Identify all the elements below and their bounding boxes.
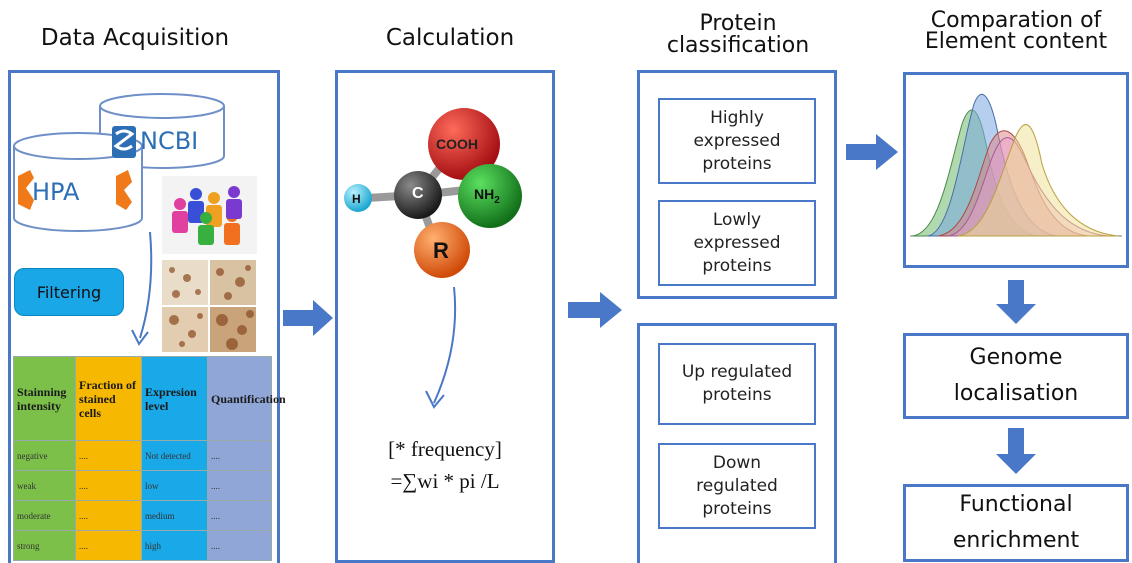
ncbi-logo-icon xyxy=(112,126,136,158)
table-cell: moderate xyxy=(13,500,76,531)
highly-expressed-label: Highly expressed proteins xyxy=(693,107,781,174)
functional-enrichment-box: Functional enrichment xyxy=(903,484,1129,562)
functional-enrichment-label: Functional enrichment xyxy=(952,492,1080,553)
arrow-down-icon xyxy=(996,280,1036,324)
genome-localisation-box: Genome localisation xyxy=(903,333,1129,419)
table-cell: .... xyxy=(75,530,142,561)
table-cell: low xyxy=(141,470,208,501)
table-cell: medium xyxy=(141,500,208,531)
table-cell: weak xyxy=(13,470,76,501)
lowly-expressed-box: Lowly expressed proteins xyxy=(658,200,816,286)
nh2-atom xyxy=(458,164,522,228)
table-cell: Not detected xyxy=(141,440,208,471)
down-regulated-label: Down regulated proteins xyxy=(696,452,778,519)
hydrogen-atom xyxy=(344,184,372,212)
hydrogen-label: H xyxy=(352,192,361,206)
r-group-label: R xyxy=(433,238,449,263)
table-cell: .... xyxy=(75,440,142,471)
arrow-down-icon xyxy=(996,428,1036,474)
up-regulated-label: Up regulated proteins xyxy=(681,362,793,405)
table-row: weak .... low .... xyxy=(13,470,272,501)
curved-arrow-icon xyxy=(131,231,153,346)
r-group-atom xyxy=(414,222,470,278)
table-cell: high xyxy=(141,530,208,561)
down-regulated-box: Down regulated proteins xyxy=(658,443,816,529)
carbon-atom xyxy=(394,171,442,219)
cooh-label: COOH xyxy=(436,136,478,152)
filtering-button[interactable]: Filtering xyxy=(14,268,124,316)
arrow-right-icon xyxy=(568,292,622,328)
cooh-atom xyxy=(428,108,500,180)
formula-line2: =∑wi * pi /L xyxy=(390,469,500,493)
table-header: Quantification xyxy=(207,356,286,441)
tissue-microscopy-icon xyxy=(162,260,256,352)
lowly-expressed-label: Lowly expressed proteins xyxy=(693,209,781,276)
genome-localisation-label: Genome localisation xyxy=(953,345,1079,406)
up-regulated-box: Up regulated proteins xyxy=(658,343,816,425)
curved-arrow-icon xyxy=(425,286,457,409)
calculation-panel xyxy=(335,70,555,563)
formula-line1: [* frequency] xyxy=(388,437,502,461)
table-header: Stainning intensity xyxy=(13,356,76,441)
database-icon xyxy=(13,93,225,232)
table-header: Expresion level xyxy=(141,356,208,441)
ncbi-label: NCBI xyxy=(140,127,199,155)
table-header: Fraction of stained cells xyxy=(75,356,142,441)
arrow-right-icon xyxy=(283,300,333,336)
hpa-label: HPA xyxy=(32,178,80,206)
carbon-label: C xyxy=(412,185,424,202)
table-cell: strong xyxy=(13,530,76,561)
title-calculation: Calculation xyxy=(385,25,515,51)
table-cell: .... xyxy=(207,440,272,471)
table-cell: .... xyxy=(75,500,142,531)
staining-table: Stainning intensity Fraction of stained … xyxy=(13,356,286,561)
table-cell: .... xyxy=(207,470,272,501)
amino-acid-molecule-icon xyxy=(344,108,522,278)
density-curves-icon xyxy=(910,93,1122,237)
people-icon xyxy=(162,176,257,254)
nh2-subscript: 2 xyxy=(494,194,500,206)
table-cell: negative xyxy=(13,440,76,471)
table-cell: .... xyxy=(207,530,272,561)
table-cell: .... xyxy=(75,470,142,501)
table-row: negative .... Not detected .... xyxy=(13,440,272,471)
nh2-text: NH xyxy=(474,186,495,202)
table-row: strong .... high .... xyxy=(13,530,272,561)
hpa-logo-icon xyxy=(18,170,132,210)
highly-expressed-box: Highly expressed proteins xyxy=(658,98,816,184)
title-comparation: Comparation of Element content xyxy=(924,8,1108,54)
title-data-acquisition: Data Acquisition xyxy=(40,25,230,51)
nh2-label: NH2 xyxy=(474,186,500,206)
title-protein-classification: Protein classification xyxy=(666,11,810,58)
table-row: moderate .... medium .... xyxy=(13,500,272,531)
arrow-right-icon xyxy=(846,134,898,170)
table-cell: .... xyxy=(207,500,272,531)
